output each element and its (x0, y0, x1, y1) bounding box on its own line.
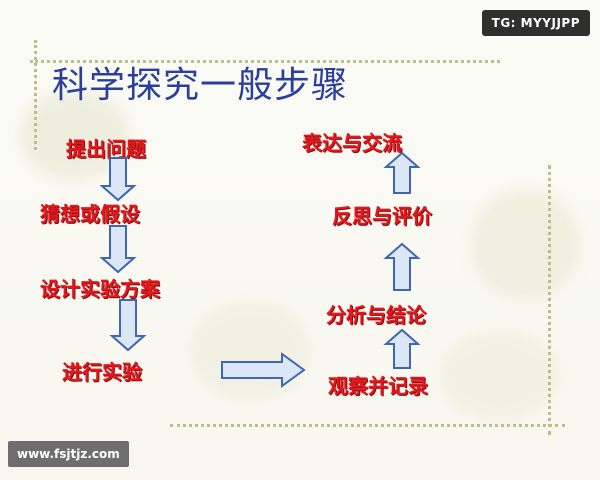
down-arrow-2 (99, 225, 137, 274)
step-analyze-conclude: 分析与结论 (326, 303, 426, 327)
step-observe-record: 观察并记录 (328, 374, 428, 398)
watermark-bottom-left: www.fsjtjz.com (8, 441, 129, 467)
step-reflect-evaluate: 反思与评价 (332, 204, 432, 228)
up-arrow-3 (383, 151, 421, 194)
step-conduct-experiment: 进行实验 (62, 360, 142, 384)
dotted-border-right (548, 165, 551, 435)
watermark-top-right: TG: MYYJJPP (481, 10, 590, 36)
step-ask-question: 提出问题 (66, 137, 146, 161)
step-design-experiment: 设计实验方案 (40, 277, 160, 301)
up-arrow-2 (383, 242, 421, 291)
dotted-border-top (30, 60, 500, 63)
down-arrow-3 (109, 299, 147, 352)
dotted-border-bottom (170, 424, 565, 427)
step-express-communicate: 表达与交流 (302, 131, 402, 155)
dotted-border-left (34, 40, 37, 150)
flower-decoration (440, 330, 560, 420)
right-arrow (221, 352, 306, 388)
flower-decoration (190, 300, 310, 400)
flower-decoration (470, 190, 580, 300)
step-hypothesis: 猜想或假设 (40, 202, 140, 226)
down-arrow-1 (99, 157, 137, 202)
slide-title: 科学探究一般步骤 (52, 65, 349, 106)
up-arrow-1 (383, 328, 421, 369)
